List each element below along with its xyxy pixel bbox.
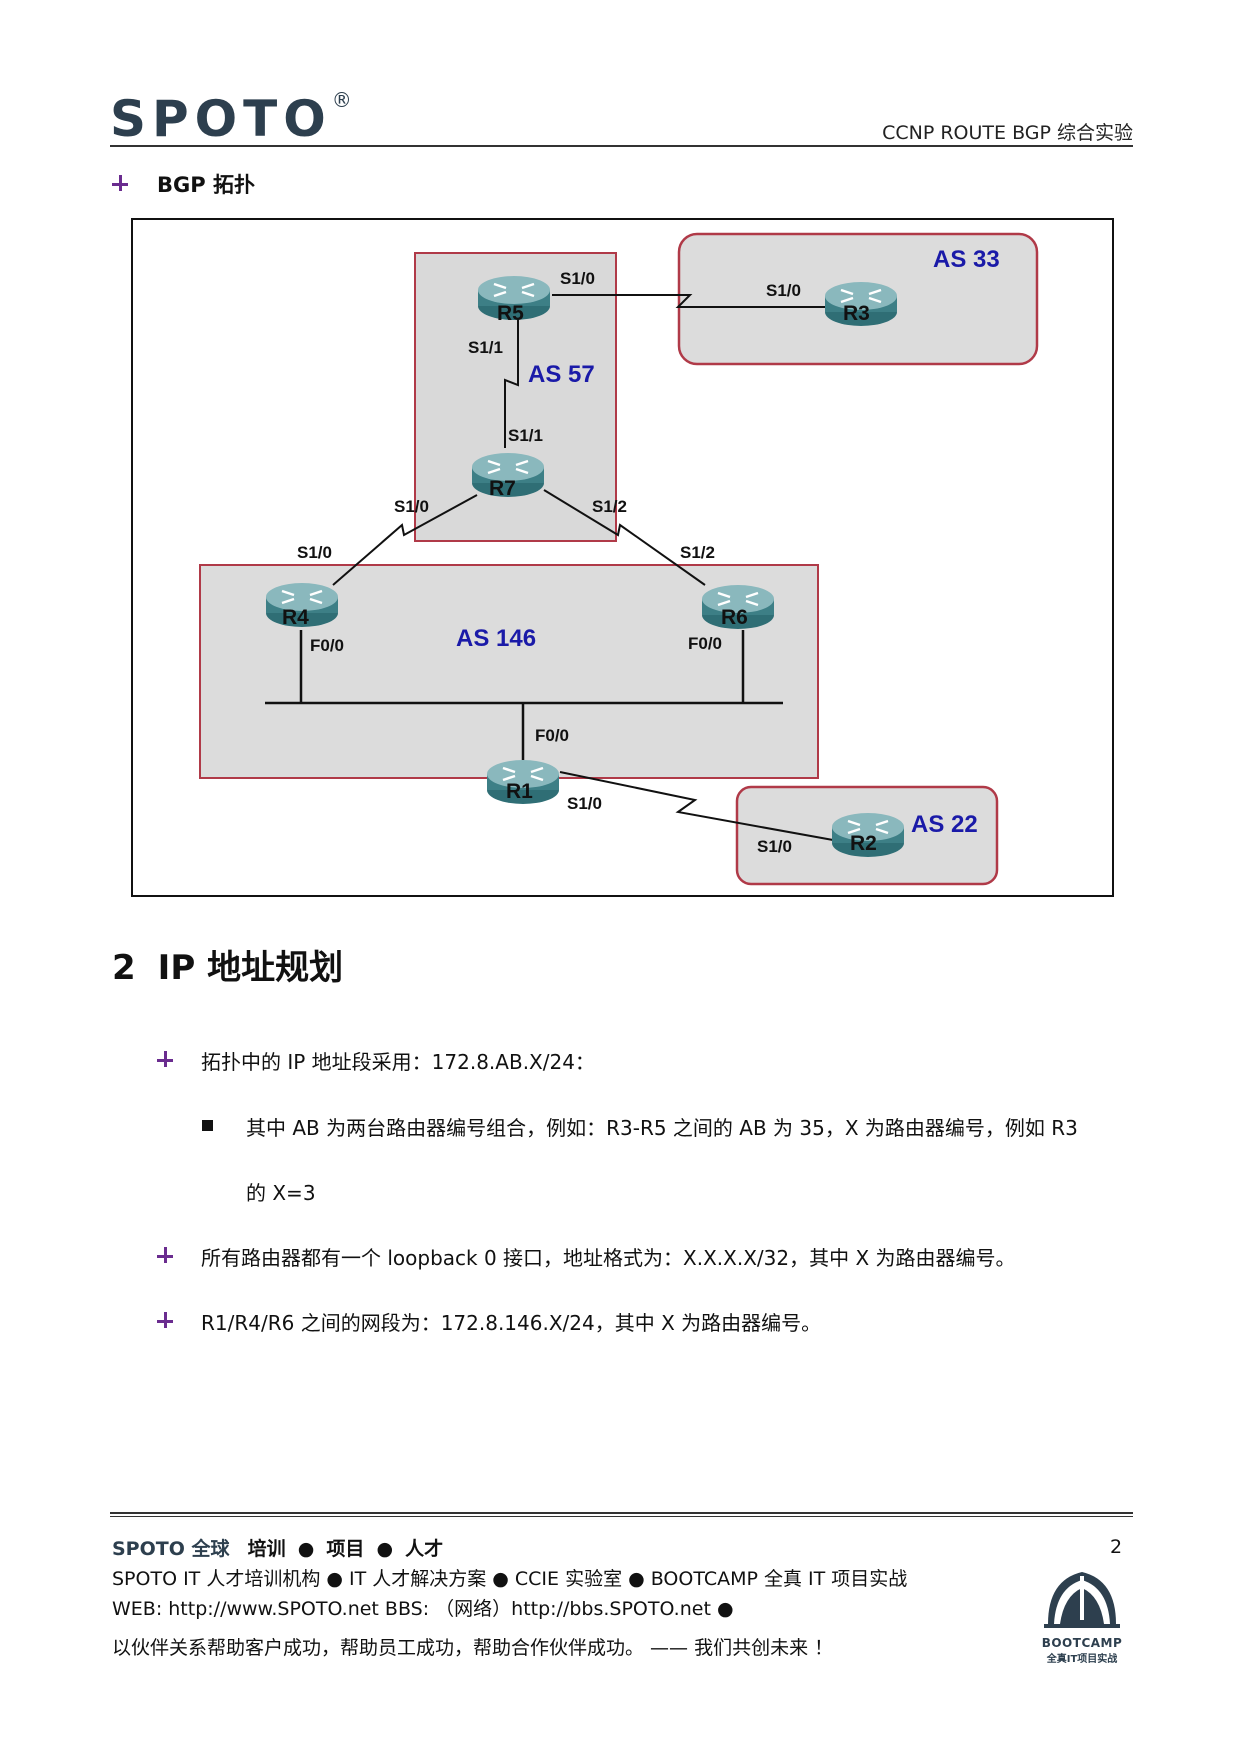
- document-title: CCNP ROUTE BGP 综合实验: [882, 122, 1133, 144]
- if-label-r3-s10: S1/0: [766, 281, 801, 300]
- bullet-cross-icon: [112, 175, 128, 191]
- footer-services: SPOTO IT 人才培训机构 ● IT 人才解决方案 ● CCIE 实验室 ●…: [112, 1568, 908, 1590]
- if-label-r7-s10: S1/0: [394, 497, 429, 516]
- square-bullet-icon: [202, 1120, 213, 1131]
- bootcamp-name: BOOTCAMP: [1041, 1636, 1123, 1650]
- section-number: 2: [112, 948, 136, 988]
- bootcamp-subtitle: 全真IT项目实战: [1046, 1654, 1118, 1665]
- if-label-r4-f00: F0/0: [310, 636, 344, 655]
- footer-slogan: SPOTO 全球 培训 ● 项目 ● 人才: [112, 1538, 444, 1560]
- topology-frame: [131, 218, 1114, 897]
- if-label-r6-s12: S1/2: [680, 543, 715, 562]
- as-label-146: AS 146: [456, 625, 536, 652]
- footer-motto: 以伙伴关系帮助客户成功，帮助员工成功，帮助合作伙伴成功。 —— 我们共创未来 ！: [112, 1637, 834, 1659]
- if-label-r5-s10: S1/0: [560, 269, 595, 288]
- link-r1-r2: [559, 771, 834, 841]
- footer-divider: [110, 1512, 1133, 1514]
- link-r7-r6: [543, 489, 706, 586]
- as-label-22: AS 22: [911, 811, 978, 838]
- if-label-r5-s11: S1/1: [468, 338, 503, 357]
- router-label-r1: R1: [506, 780, 533, 803]
- bgp-topology-diagram: R5 R3 R7 R4 R6 R1 R2 S1/0 S1/0 S1/1 S1/1…: [199, 232, 1039, 886]
- bootcamp-logo: BOOTCAMP 全真IT项目实战: [1040, 1566, 1124, 1665]
- if-label-r2-s10: S1/0: [757, 837, 792, 856]
- router-label-r3: R3: [843, 302, 870, 325]
- router-label-r6: R6: [721, 606, 748, 629]
- bullet-cross-icon: [157, 1051, 173, 1067]
- if-label-r7-s11: S1/1: [508, 426, 543, 445]
- as-label-57: AS 57: [528, 361, 595, 388]
- topology-heading: BGP 拓扑: [112, 172, 255, 197]
- if-label-r1-f00: F0/0: [535, 726, 569, 745]
- bullet-cross-icon: [157, 1312, 173, 1328]
- bootcamp-emblem-icon: [1044, 1572, 1120, 1628]
- spoto-logo: SPOTO®: [110, 88, 352, 148]
- registered-mark: ®: [331, 88, 352, 112]
- router-label-r4: R4: [282, 606, 309, 629]
- if-label-r1-s10: S1/0: [567, 794, 602, 813]
- if-label-r7-s12: S1/2: [592, 497, 627, 516]
- if-label-r4-s10: S1/0: [297, 543, 332, 562]
- router-label-r2: R2: [850, 832, 877, 855]
- link-r7-r4: [332, 494, 478, 586]
- page-number: 2: [1110, 1536, 1123, 1558]
- link-r5-r7: [504, 318, 519, 448]
- section-title-text: IP 地址规划: [157, 948, 344, 988]
- link-r5-r3: [552, 294, 835, 308]
- section-title: 2 IP 地址规划: [112, 940, 343, 989]
- router-label-r7: R7: [489, 477, 516, 500]
- router-label-r5: R5: [497, 302, 524, 325]
- sub-list-item-continuation: 的 X=3: [246, 1181, 316, 1205]
- as-label-33: AS 33: [933, 246, 1000, 273]
- footer-links: WEB: http://www.SPOTO.net BBS: （网络）http:…: [112, 1598, 734, 1620]
- footer-divider-thin: [110, 1516, 1133, 1517]
- bullet-cross-icon: [157, 1247, 173, 1263]
- header-divider: [110, 145, 1133, 147]
- if-label-r6-f00: F0/0: [688, 634, 722, 653]
